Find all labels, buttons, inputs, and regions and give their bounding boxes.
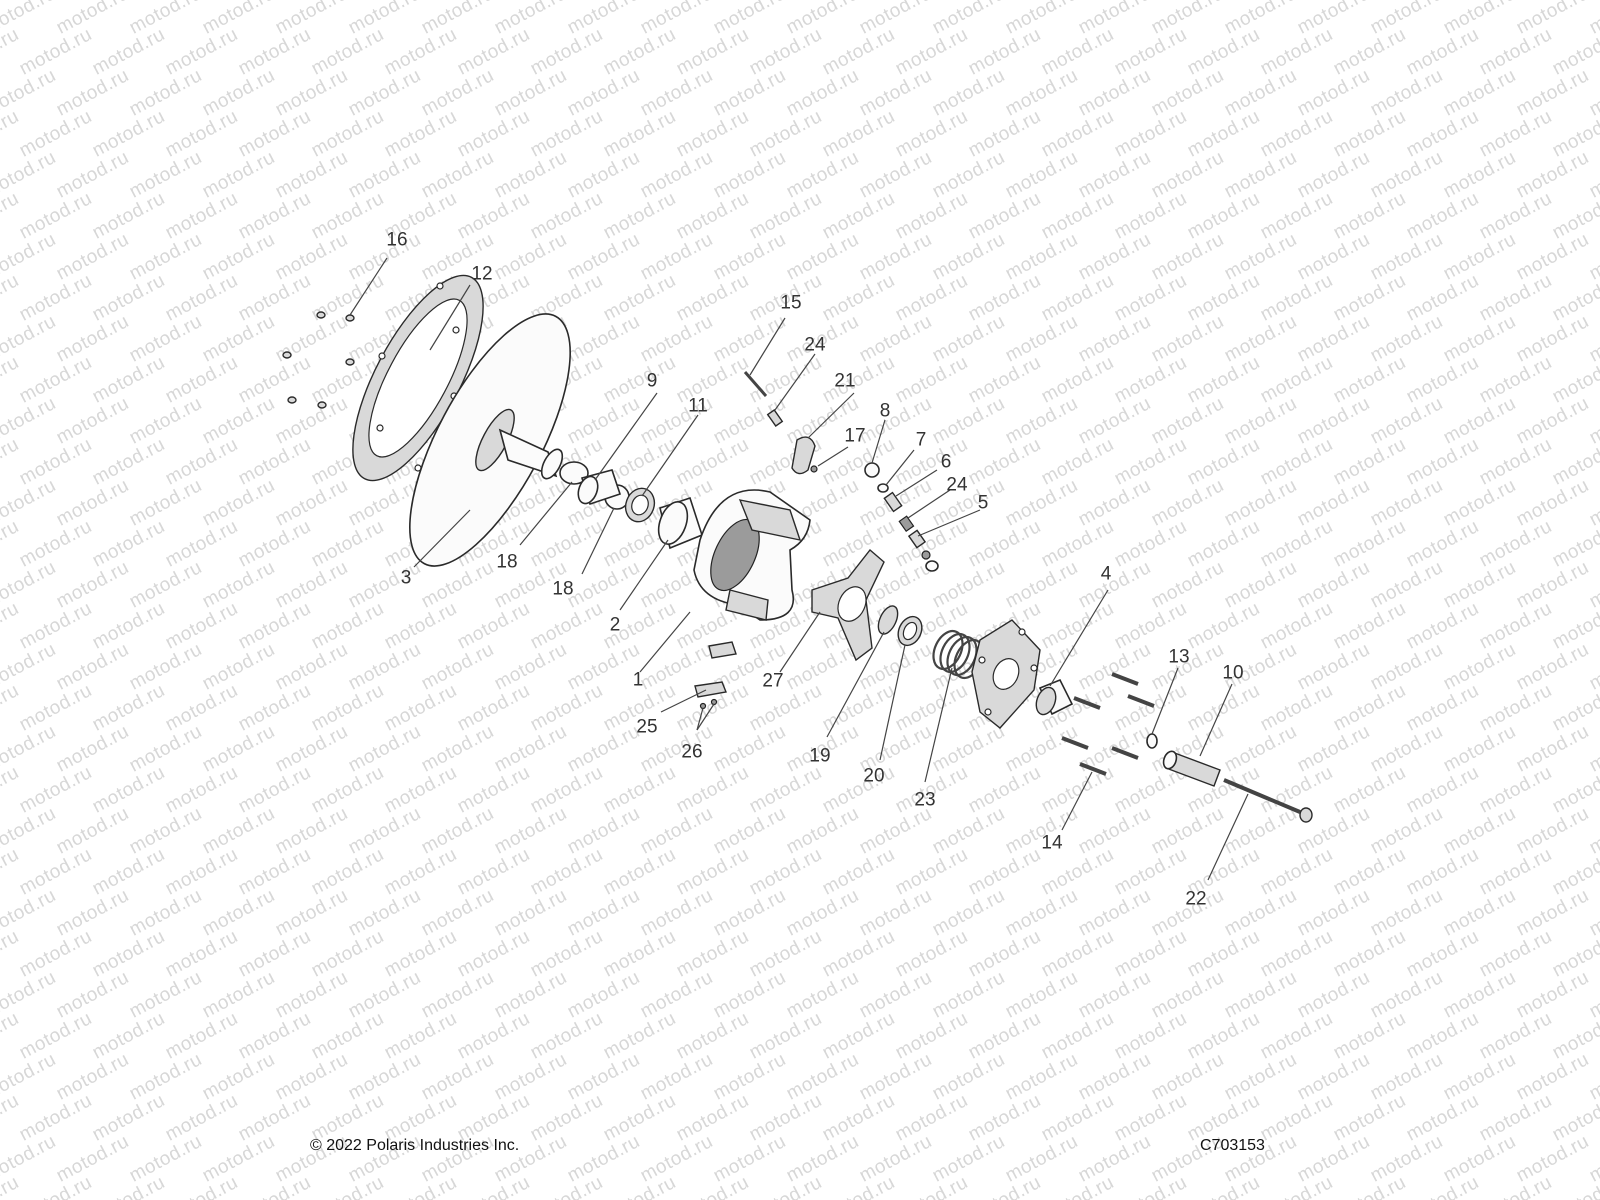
part-14-bolts bbox=[1061, 672, 1155, 776]
part-13-oring bbox=[1146, 733, 1158, 749]
part-22-long-bolt bbox=[1223, 778, 1313, 823]
part-15-pin bbox=[743, 371, 768, 397]
part-5-spacer bbox=[907, 529, 927, 549]
part-1-housing bbox=[693, 489, 811, 621]
part-18a-oring bbox=[559, 461, 589, 485]
callout-12: 12 bbox=[471, 263, 493, 285]
callout-27: 27 bbox=[762, 670, 784, 692]
part-11-bearing bbox=[624, 487, 656, 523]
callout-3: 3 bbox=[400, 567, 412, 589]
callout-13: 13 bbox=[1168, 646, 1190, 668]
part-12-plate-ring bbox=[352, 274, 484, 482]
part-25-bracket bbox=[694, 641, 737, 710]
drawing-code: C703153 bbox=[1200, 1137, 1265, 1154]
part-2-sleeve bbox=[657, 496, 703, 550]
part-8-cap bbox=[864, 462, 880, 478]
callout-9: 9 bbox=[646, 370, 658, 392]
callout-19: 19 bbox=[809, 745, 831, 767]
callout-20: 20 bbox=[863, 765, 885, 787]
callout-10: 10 bbox=[1222, 662, 1244, 684]
part-20-seal bbox=[897, 615, 923, 647]
part-5-washer-a bbox=[921, 550, 931, 560]
callout-7: 7 bbox=[915, 429, 927, 451]
part-21-arm bbox=[791, 436, 816, 475]
part-7-washer bbox=[877, 483, 889, 493]
callout-11: 11 bbox=[688, 395, 708, 417]
part-17-ball bbox=[810, 465, 818, 473]
part-5-washer-b bbox=[925, 560, 939, 572]
callout-8: 8 bbox=[879, 400, 891, 422]
callout-4: 4 bbox=[1100, 563, 1112, 585]
part-19-washer bbox=[877, 605, 899, 635]
callout-14: 14 bbox=[1041, 832, 1063, 854]
part-16-screws bbox=[282, 311, 355, 409]
part-10-spacer bbox=[1162, 750, 1221, 787]
callout-5: 5 bbox=[977, 492, 989, 514]
callout-24-upper: 24 bbox=[804, 334, 826, 356]
callout-1: 1 bbox=[632, 669, 644, 691]
part-9-bushing bbox=[577, 469, 622, 506]
part-3-sheave bbox=[409, 313, 571, 567]
callout-23: 23 bbox=[914, 789, 936, 811]
callout-2: 2 bbox=[609, 614, 621, 636]
part-4-bushing bbox=[1035, 678, 1074, 716]
callout-15: 15 bbox=[780, 292, 802, 314]
callout-16: 16 bbox=[386, 229, 408, 251]
callout-25: 25 bbox=[636, 716, 658, 738]
callout-18-a: 18 bbox=[496, 551, 518, 573]
callout-6: 6 bbox=[940, 451, 952, 473]
callout-21: 21 bbox=[834, 370, 856, 392]
callout-22: 22 bbox=[1185, 888, 1207, 910]
part-24b-bushing bbox=[898, 515, 915, 533]
copyright-notice: © 2022 Polaris Industries Inc. bbox=[310, 1137, 520, 1154]
callout-26: 26 bbox=[681, 741, 703, 763]
part-27-spider bbox=[811, 548, 885, 662]
leader-lines bbox=[349, 257, 1249, 881]
callout-17: 17 bbox=[844, 425, 866, 447]
callout-24-lower: 24 bbox=[946, 474, 968, 496]
cover-plate bbox=[971, 619, 1041, 729]
callout-18-b: 18 bbox=[552, 578, 574, 600]
part-24a-bushing bbox=[766, 408, 784, 428]
part-6-roller bbox=[883, 491, 903, 513]
